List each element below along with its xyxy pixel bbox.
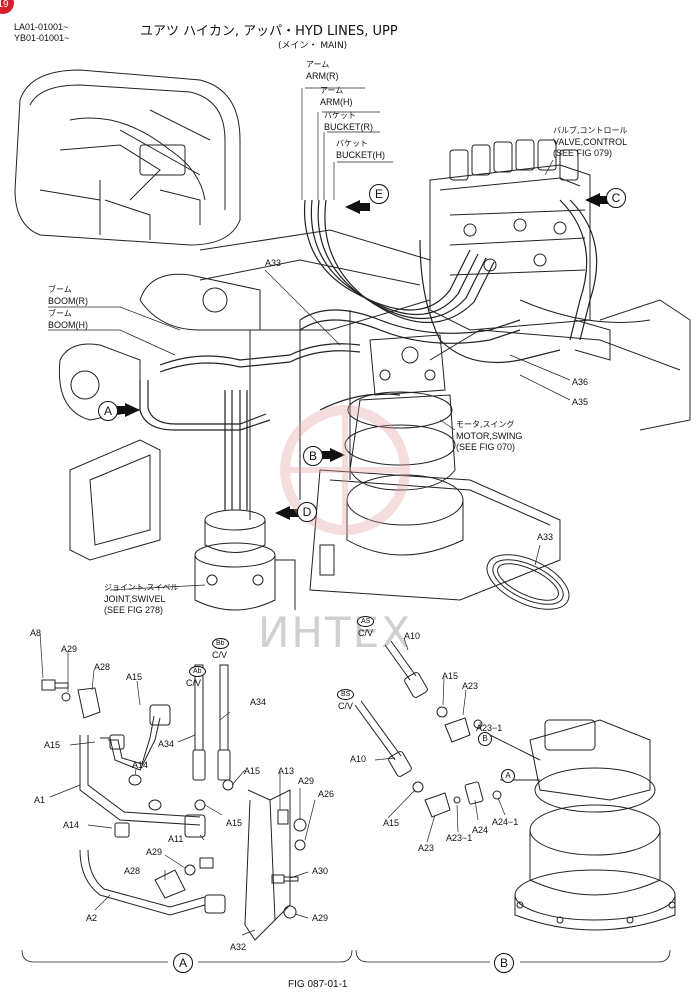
page-title: ユアツ ハイカン, アッパ・HYD LINES, UPP	[140, 24, 398, 39]
callout-boom-h: BOOM(H)	[48, 320, 88, 330]
label-a24-1: A24−1	[492, 817, 519, 827]
label-cv-bb: C/V	[212, 650, 228, 660]
callout-arm-r: ARM(R)	[306, 71, 339, 81]
label-a29-2: A29	[146, 847, 163, 857]
part-ref-a35: A35	[572, 397, 589, 407]
callout-boom-r-jp: ブーム	[48, 285, 72, 294]
part-ref-a36: A36	[572, 377, 589, 387]
label-a23-2: A23	[418, 843, 435, 853]
callout-motor-swing: MOTOR,SWING	[456, 431, 523, 441]
label-a28-1: A28	[94, 662, 111, 672]
label-a15-3: A15	[244, 766, 261, 776]
detail-a-illustration	[41, 664, 307, 941]
label-a8: A8	[30, 628, 42, 638]
callout-boom-h-jp: ブーム	[48, 309, 72, 318]
figure-number: FIG 087-01-1	[288, 979, 348, 990]
tag-bs: BS	[337, 689, 355, 700]
tag-bb: Bb	[212, 638, 229, 649]
callout-arm-h-jp: アーム	[320, 86, 344, 95]
label-a23-1c: A23−1	[446, 833, 473, 843]
label-a29-1: A29	[61, 644, 78, 654]
section-b-marker: B	[494, 953, 514, 973]
view-marker-a: A	[98, 401, 118, 421]
label-a15-1: A15	[126, 672, 143, 682]
label-a29-4: A29	[312, 913, 329, 923]
page-badge: 19	[0, 0, 14, 14]
label-a10-2: A10	[350, 754, 367, 764]
swivel-joint-illustration	[194, 509, 296, 611]
part-ref-a33-top: A33	[265, 258, 282, 268]
label-a13: A13	[278, 766, 295, 776]
callout-joint-swivel-ref: (SEE FIG 278)	[104, 605, 164, 615]
callout-bucket-h-jp: バケット	[336, 139, 368, 148]
label-a14-2: A14	[63, 820, 80, 830]
label-cv-ab: C/V	[186, 678, 202, 688]
callout-arm-h: ARM(H)	[320, 97, 353, 107]
label-a29-3: A29	[298, 776, 315, 786]
label-a15-b1: A15	[442, 671, 459, 681]
callout-arm-r-jp: アーム	[306, 60, 330, 69]
hose-bundle-illustration	[139, 199, 598, 510]
label-a23-1-suffix: A23−1	[476, 723, 503, 733]
label-a2: A2	[86, 913, 98, 923]
label-a14-1: A14	[132, 760, 149, 770]
callout-joint-swivel-jp: ジョイント,スイベル	[104, 583, 179, 592]
part-ref-a33-ring: A33	[537, 532, 554, 542]
label-a10-1: A10	[404, 631, 421, 641]
label-a26: A26	[318, 789, 335, 799]
callout-bucket-r: BUCKET(R)	[324, 122, 373, 132]
label-a1: A1	[34, 795, 46, 805]
excavator-overview-illustration	[14, 69, 241, 246]
swing-motor-illustration	[344, 334, 464, 556]
watermark-text: ИНТЕХ	[258, 608, 412, 657]
section-a-marker: A	[173, 953, 193, 973]
watermark-emblem	[280, 405, 410, 535]
port-b-marker: B	[478, 732, 492, 746]
label-a11: A11	[168, 834, 184, 844]
view-marker-d: D	[297, 502, 317, 522]
a33-ring-illustration	[486, 554, 570, 610]
label-cv-as: C/V	[358, 628, 374, 638]
port-a-marker: A	[501, 769, 515, 783]
label-a15-2: A15	[44, 740, 61, 750]
label-a34-2: A34	[250, 697, 267, 707]
view-marker-c: C	[606, 188, 626, 208]
callout-valve-control-ref: (SEE FIG 079)	[553, 148, 613, 158]
view-marker-e: E	[369, 184, 389, 204]
view-marker-b: B	[303, 446, 323, 466]
callout-bucket-h: BUCKET(H)	[336, 150, 385, 160]
callout-joint-swivel: JOINT,SWIVEL	[104, 594, 166, 604]
callout-valve-control-jp: バルブ,コントロール	[553, 126, 628, 135]
label-a30: A30	[312, 866, 329, 876]
page-subtitle: (メイン・ MAIN)	[278, 41, 348, 51]
serial-range-1: LA01-01001~	[14, 22, 69, 32]
callout-motor-swing-jp: モータ,スイング	[456, 420, 515, 429]
callout-boom-r: BOOM(R)	[48, 296, 88, 306]
label-cv-bs: C/V	[338, 701, 354, 711]
label-a24: A24	[472, 825, 489, 835]
label-a23-1: A23	[462, 681, 479, 691]
tag-ab: Ab	[189, 666, 206, 677]
label-a32: A32	[230, 942, 247, 952]
tag-as: AS	[357, 616, 375, 627]
label-a15-4: A15	[226, 818, 243, 828]
label-a34-1: A34	[158, 739, 175, 749]
serial-range-2: YB01-01001~	[14, 33, 70, 43]
label-a15-b2: A15	[383, 818, 400, 828]
callout-motor-swing-ref: (SEE FIG 070)	[456, 442, 516, 452]
label-a28-2: A28	[124, 866, 141, 876]
detail-b-illustration	[354, 640, 676, 931]
callout-valve-control: VALVE,CONTROL	[553, 137, 628, 147]
callout-bucket-r-jp: バケット	[324, 111, 356, 120]
